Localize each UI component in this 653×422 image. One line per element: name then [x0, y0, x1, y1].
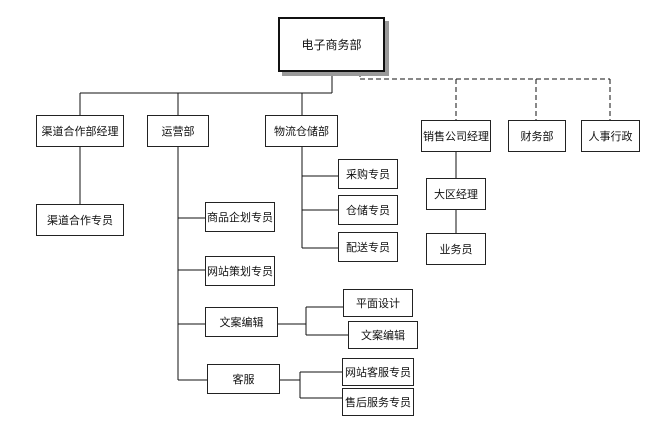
node-operations: 运营部 [147, 115, 209, 147]
node-warehouse: 仓储专员 [338, 195, 398, 225]
node-channel-manager: 渠道合作部经理 [36, 115, 124, 147]
node-copy-editor: 文案编辑 [348, 321, 418, 349]
node-logistics: 物流仓储部 [265, 115, 338, 147]
node-delivery: 配送专员 [338, 232, 398, 262]
node-after-sales: 售后服务专员 [342, 388, 414, 416]
node-copy-editing: 文案编辑 [205, 307, 278, 337]
node-finance: 财务部 [508, 120, 566, 152]
node-channel-specialist: 渠道合作专员 [36, 204, 124, 236]
node-salesperson: 业务员 [426, 233, 486, 265]
node-site-planning: 网站策划专员 [205, 256, 275, 286]
node-hr-admin: 人事行政 [581, 120, 640, 152]
node-product-planning: 商品企划专员 [205, 202, 275, 232]
node-sales-manager: 销售公司经理 [421, 120, 491, 152]
node-root: 电子商务部 [278, 17, 385, 72]
node-purchasing: 采购专员 [338, 159, 398, 189]
node-graphic-design: 平面设计 [343, 289, 413, 317]
node-regional-manager: 大区经理 [426, 178, 486, 210]
node-online-cs: 网站客服专员 [342, 358, 414, 386]
node-customer-service: 客服 [207, 364, 280, 394]
